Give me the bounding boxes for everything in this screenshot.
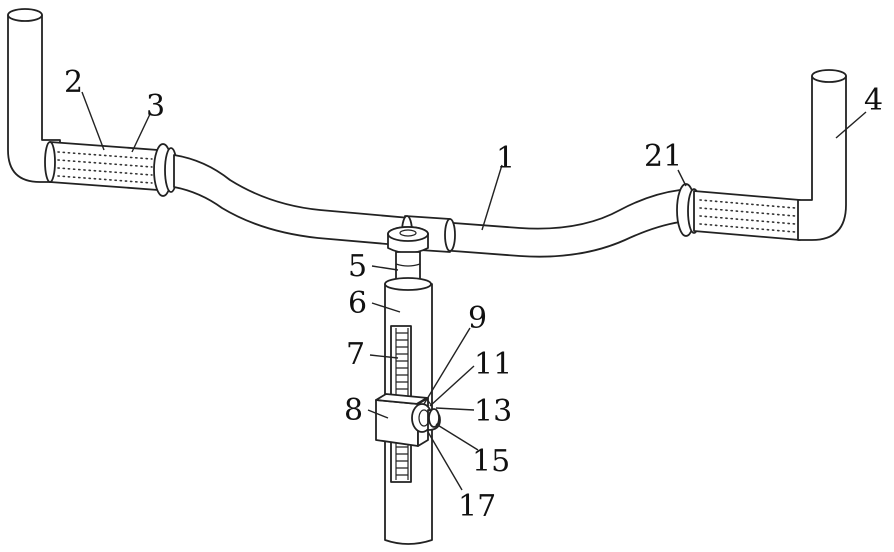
outer-sleeve-top (384, 277, 432, 291)
left-bar-end-tube (7, 14, 61, 183)
stem-top-knob-hole (399, 229, 417, 237)
left-handle-assembly (7, 8, 178, 197)
left-grip-texture-2 (57, 159, 153, 168)
leader-2 (81, 91, 105, 151)
left-grip-sleeve-end (44, 141, 56, 183)
right-bar-end-cap (811, 69, 847, 83)
rack-teeth-lower (396, 446, 408, 476)
label-13: 13 (474, 394, 512, 429)
crossbar-left-segment (173, 154, 411, 247)
right-grip-texture-4 (699, 223, 796, 233)
leader-15 (435, 423, 479, 451)
leader-6 (371, 302, 401, 313)
main-crossbar (173, 154, 681, 258)
label-4: 4 (864, 83, 883, 118)
right-handle-assembly (676, 69, 847, 241)
label-21: 21 (644, 139, 682, 174)
stem-assembly (375, 226, 441, 545)
label-11: 11 (474, 347, 512, 382)
label-3: 3 (146, 89, 165, 124)
rack-rail-lower (395, 442, 409, 480)
part-labels: 1 2 3 4 5 6 7 8 9 11 13 15 17 21 (64, 65, 883, 524)
lock-pawl (415, 397, 433, 407)
label-7: 7 (346, 337, 365, 372)
leader-3 (131, 113, 151, 153)
leader-17 (427, 431, 463, 491)
lock-knob-face (428, 408, 440, 428)
right-grip-texture-2 (699, 207, 796, 217)
leader-7 (369, 354, 399, 359)
leader-11 (429, 365, 475, 407)
leader-8 (367, 409, 389, 419)
label-1: 1 (496, 141, 515, 176)
rack-rail-upper (395, 328, 409, 396)
label-6: 6 (348, 286, 367, 321)
crossbar-right-segment (439, 189, 681, 258)
leader-1 (481, 164, 503, 231)
label-5: 5 (348, 249, 367, 284)
right-grip-texture-1 (699, 199, 796, 209)
left-grip-texture-3 (57, 167, 153, 176)
leader-5 (371, 265, 399, 271)
center-clamp-right-edge (444, 218, 456, 252)
left-grip-texture-4 (57, 175, 153, 184)
inner-shaft-ring (395, 263, 421, 267)
label-9: 9 (468, 301, 487, 336)
leader-21 (677, 169, 687, 187)
label-17: 17 (458, 489, 496, 524)
rack-teeth-upper (396, 332, 408, 390)
label-15: 15 (472, 444, 510, 479)
stem-top-knob-face (387, 226, 429, 242)
right-grip-texture-3 (699, 215, 796, 225)
leader-lines (81, 91, 867, 491)
label-8: 8 (344, 393, 363, 428)
leader-9 (423, 327, 471, 405)
leader-4 (835, 111, 867, 139)
label-2: 2 (64, 65, 83, 100)
left-bar-end-cap (7, 8, 43, 22)
leader-13 (435, 407, 475, 411)
right-bar-end-tube (797, 75, 847, 241)
left-grip-texture-1 (57, 151, 153, 160)
